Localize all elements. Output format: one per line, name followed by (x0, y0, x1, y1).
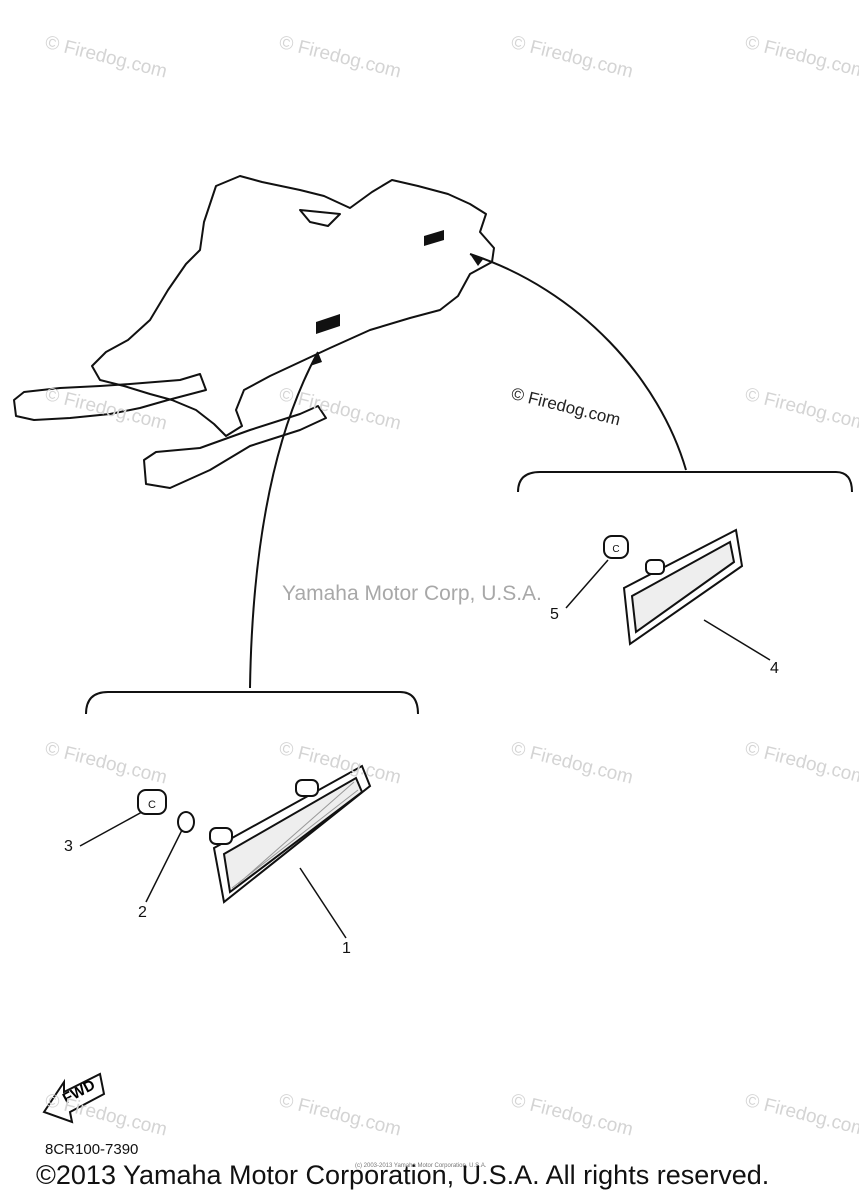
svg-text:C: C (612, 544, 619, 555)
svg-text:C: C (148, 799, 156, 811)
callout-leaders (79, 559, 771, 939)
washer-part-2 (177, 811, 195, 833)
reflector-part-4 (622, 528, 744, 646)
callout-1: 1 (342, 940, 351, 957)
callout-2: 2 (138, 904, 147, 921)
nut-part-3: C (137, 789, 167, 815)
callout-4: 4 (770, 660, 779, 677)
center-watermark: Yamaha Motor Corp, U.S.A. (282, 582, 542, 605)
copyright-notice: ©2013 Yamaha Motor Corporation, U.S.A. A… (36, 1160, 770, 1190)
small-copyright: (c) 2003-2013 Yamaha Motor Corporation, … (355, 1163, 487, 1169)
reflector-location-marks (316, 230, 444, 334)
snowmobile-outline (13, 175, 495, 489)
group-brackets (85, 471, 853, 715)
reflector-part-1 (209, 764, 372, 904)
callout-5: 5 (550, 606, 559, 623)
diagram-code: 8CR100-7390 (45, 1141, 139, 1158)
callout-3: 3 (64, 838, 73, 855)
nut-part-5: C (603, 535, 629, 559)
location-arrows (249, 253, 687, 689)
